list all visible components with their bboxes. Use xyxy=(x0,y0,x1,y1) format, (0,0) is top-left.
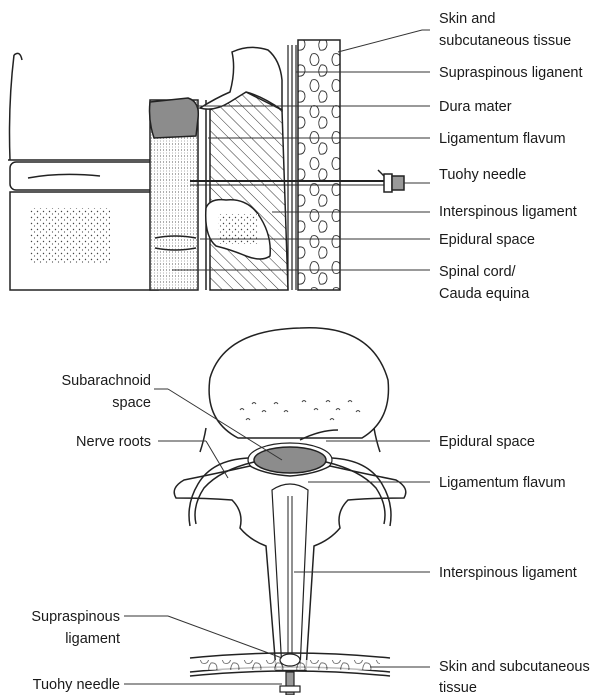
label-supraspinous-top-text: Supraspinous liganent xyxy=(439,65,583,81)
label-supraspinous-bottom-line2: ligament xyxy=(65,631,120,647)
skin-fat-layer xyxy=(298,40,340,290)
tuohy-needle-axial xyxy=(280,672,300,695)
label-needle-bottom-text: Tuohy needle xyxy=(33,677,120,693)
label-skin-bottom-line2: tissue xyxy=(439,680,477,695)
label-epidural-bottom-text: Epidural space xyxy=(439,434,535,450)
label-cord-top-line1: Spinal cord/ xyxy=(439,264,517,280)
ligament-region xyxy=(210,92,288,290)
label-nerve-roots-text: Nerve roots xyxy=(76,434,151,450)
label-skin-bottom-line1: Skin and subcutaneous xyxy=(439,659,590,675)
label-skin-top: Skin and subcutaneous tissue xyxy=(338,11,571,52)
label-interspinous-bottom: Interspinous ligament xyxy=(294,565,577,581)
label-needle-top-text: Tuohy needle xyxy=(439,167,526,183)
label-skin-top-line2: subcutaneous tissue xyxy=(439,33,571,49)
label-supraspinous-bottom: Supraspinous ligament xyxy=(31,609,282,658)
label-needle-bottom: Tuohy needle xyxy=(33,677,282,693)
axial-section: Subarachnoid space Nerve roots Epidural … xyxy=(31,328,589,695)
label-interspinous-top-text: Interspinous ligament xyxy=(439,204,577,220)
vertebra-outline xyxy=(8,53,158,290)
label-epidural-top-text: Epidural space xyxy=(439,232,535,248)
label-nerve-roots: Nerve roots xyxy=(76,434,228,478)
label-skin-top-line1: Skin and xyxy=(439,11,495,27)
label-subarachnoid-line1: Subarachnoid xyxy=(62,373,152,389)
label-subarachnoid-line2: space xyxy=(112,395,151,411)
label-interspinous-bottom-text: Interspinous ligament xyxy=(439,565,577,581)
label-cord-top-line2: Cauda equina xyxy=(439,286,530,302)
sagittal-section: Skin and subcutaneous tissue Supraspinou… xyxy=(8,11,583,302)
label-supraspinous-bottom-line1: Supraspinous xyxy=(31,609,120,625)
label-skin-bottom: Skin and subcutaneous tissue xyxy=(370,659,590,695)
dural-sac xyxy=(254,447,326,473)
label-dura-top-text: Dura mater xyxy=(439,99,512,115)
dura-mater-cap xyxy=(150,98,199,138)
label-flavum-bottom-text: Ligamentum flavum xyxy=(439,475,566,491)
supraspinous-ligament-lines xyxy=(288,45,296,290)
vertebral-body xyxy=(209,328,388,440)
label-flavum-top-text: Ligamentum flavum xyxy=(439,131,566,147)
label-needle-top: Tuohy needle xyxy=(404,167,526,183)
